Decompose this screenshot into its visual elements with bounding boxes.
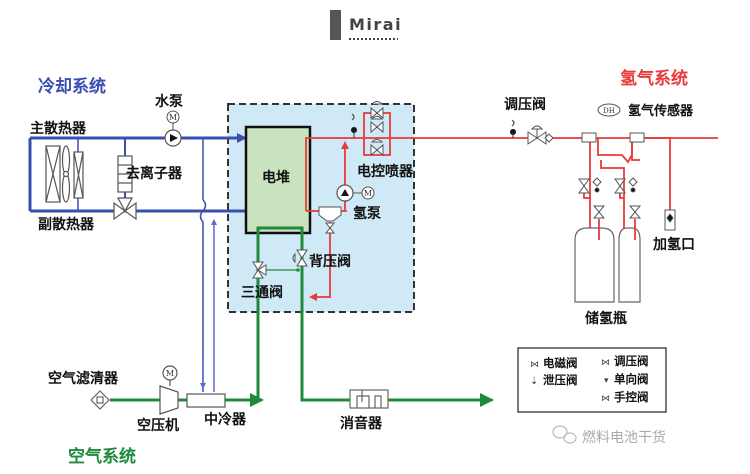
watermark-text: 燃料电池干货 xyxy=(582,429,666,446)
label-stack: 电堆 xyxy=(262,169,290,186)
legend-icon-solenoid: ⋈ xyxy=(530,360,539,370)
hydrogen-pump-icon: M xyxy=(336,184,375,202)
legend-icon-regulator: ⋈ xyxy=(601,358,610,368)
deionizer-icon xyxy=(117,155,133,193)
hydrogen-sensor-badge: DH xyxy=(597,103,621,117)
cooling-system-title: 冷却系统 xyxy=(38,76,106,97)
label-refuel-port: 加氢口 xyxy=(652,236,695,253)
sensor-badge-text: DH xyxy=(603,107,615,115)
air-three-way-valve-icon xyxy=(252,261,267,279)
legend-item-relief: 泄压阀 xyxy=(543,373,578,387)
tank-valves-icon xyxy=(578,177,642,219)
back-pressure-valve-icon xyxy=(292,249,308,267)
coolant-three-way-valve-icon xyxy=(113,197,137,221)
hydrogen-tank-icon xyxy=(574,227,641,303)
legend-box xyxy=(517,347,667,413)
label-main-radiator: 主散热器 xyxy=(30,120,87,137)
legend-icon-relief: ⇣ xyxy=(530,376,538,387)
legend-item-check: 单向阀 xyxy=(614,372,649,386)
refuel-port-icon xyxy=(664,209,676,231)
wechat-icon xyxy=(552,425,577,444)
label-back-pressure-valve: 背压阀 xyxy=(309,253,351,270)
label-water-pump: 水泵 xyxy=(155,93,183,110)
fuel-cell-stack xyxy=(244,125,312,235)
pressure-regulator-valve-icon xyxy=(527,125,554,145)
relief-valve-icon xyxy=(351,113,357,138)
relief-valve-h2-icon xyxy=(510,119,516,138)
label-air-filter: 空气滤清器 xyxy=(48,370,119,387)
muffler-icon xyxy=(349,389,389,409)
label-sub-radiator: 副散热器 xyxy=(38,216,95,233)
hydrogen-system-title: 氢气系统 xyxy=(620,68,688,89)
gas-liquid-separator-icon xyxy=(318,206,342,234)
legend-icon-check: ▾ xyxy=(604,376,609,386)
air-filter-icon xyxy=(90,390,110,410)
air-system-title: 空气系统 xyxy=(68,446,136,467)
hydrogen-stack-loop xyxy=(305,112,718,301)
header: Mirai xyxy=(330,10,402,40)
label-injector: 电控喷器 xyxy=(357,163,414,180)
tank-manifold-blocks xyxy=(581,132,645,143)
label-hydrogen-sensor: 氢气传感器 xyxy=(628,103,694,119)
label-three-way-valve: 三通阀 xyxy=(241,284,283,301)
watermark: 燃料电池干货 xyxy=(552,425,666,446)
legend: ⋈ 电磁阀 ⋈ 调压阀 ⇣ 泄压阀 ▾ 单向阀 ⋈ 手控阀 xyxy=(517,347,667,413)
header-bar-mark xyxy=(330,10,341,40)
header-title: Mirai xyxy=(349,15,402,34)
intercooler-icon xyxy=(186,393,226,408)
label-hydrogen-pump: 氢泵 xyxy=(353,205,381,222)
main-radiator-icon xyxy=(45,145,84,203)
motor-symbol: M xyxy=(166,369,174,378)
legend-item-manual: 手控阀 xyxy=(614,390,649,404)
label-hydrogen-tanks: 储氢瓶 xyxy=(584,310,627,327)
legend-icon-manual: ⋈ xyxy=(601,394,610,404)
legend-item-regulator: 调压阀 xyxy=(614,354,649,368)
label-pressure-regulator: 调压阀 xyxy=(504,96,546,113)
motor-symbol: M xyxy=(169,113,177,122)
label-compressor: 空压机 xyxy=(137,417,179,434)
label-deionizer: 去离子器 xyxy=(126,165,183,182)
label-intercooler: 中冷器 xyxy=(204,411,247,428)
injector-icon xyxy=(370,101,384,157)
label-muffler: 消音器 xyxy=(340,415,383,432)
water-pump-icon: M xyxy=(164,110,182,147)
legend-item-solenoid: 电磁阀 xyxy=(543,356,578,370)
motor-symbol: M xyxy=(364,189,372,198)
compressor-icon: M xyxy=(159,365,179,415)
